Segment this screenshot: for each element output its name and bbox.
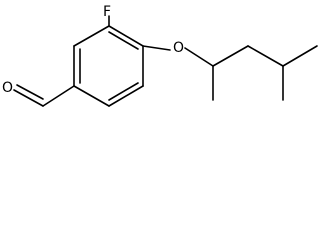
bond-ch-ch2 bbox=[212, 45, 249, 67]
ether-oxygen-atom-label: O bbox=[173, 40, 184, 56]
bond-ch2-ch bbox=[247, 45, 284, 67]
aldehyde-oxygen-atom-label: O bbox=[2, 80, 13, 96]
ring-double-bond-inner-2 bbox=[108, 82, 139, 101]
aldehyde-double-bond-outer bbox=[13, 89, 44, 107]
ring-bond-c1-c2 bbox=[108, 25, 144, 47]
bond-c2-ether-oxygen bbox=[142, 45, 171, 51]
chemical-structure-diagram: F O O bbox=[2, 4, 318, 107]
ring-bond-c3-c4 bbox=[108, 85, 144, 107]
benzene-ring bbox=[73, 25, 144, 107]
fluorine-atom-label: F bbox=[103, 4, 111, 20]
bond-c4-aldehyde-carbon bbox=[42, 85, 75, 107]
ring-bond-c4-c5 bbox=[73, 85, 110, 107]
ring-double-bond-inner-1 bbox=[108, 31, 139, 50]
aldehyde-double-bond-inner bbox=[16, 84, 44, 100]
bond-oxygen-ch bbox=[184, 47, 214, 67]
ring-bond-c6-c1 bbox=[73, 25, 110, 47]
bond-ch-methyl-right bbox=[282, 45, 318, 67]
